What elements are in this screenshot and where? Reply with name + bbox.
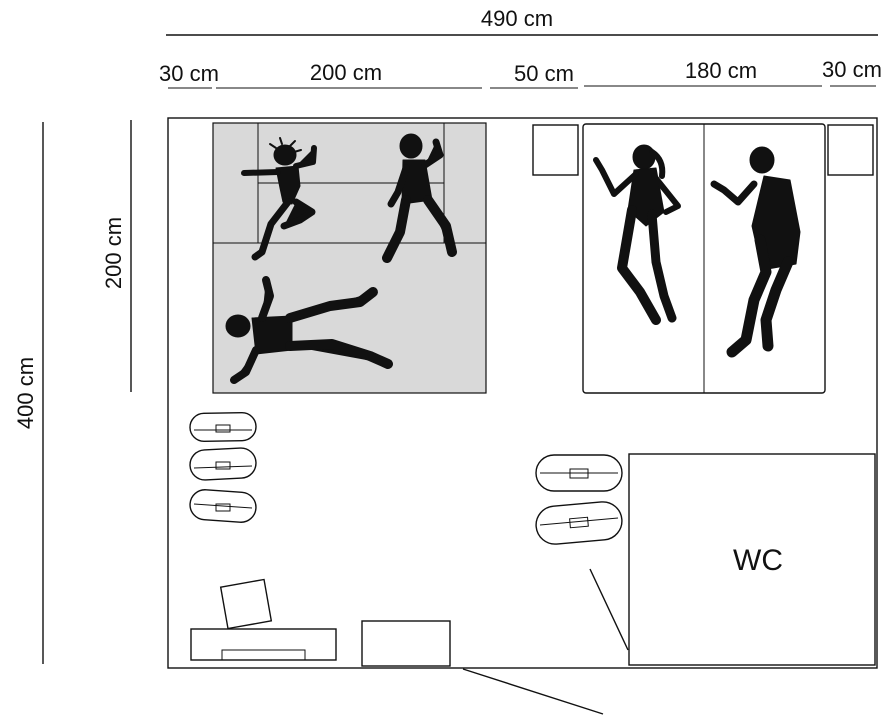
suitcase [189,489,257,523]
suitcase [189,411,257,443]
child-jumping-silhouette [241,137,317,261]
man-silhouette [710,146,801,358]
segment-3-label: 50 cm [514,61,574,86]
suitcase [535,454,623,492]
depth-dimensions: 200 cm 400 cm [13,120,132,664]
suitcases-left [189,411,257,523]
entrance-door [462,668,604,715]
total-width-label: 490 cm [481,6,553,31]
suitcases-right [535,454,623,545]
width-dimensions: 490 cm 30 cm 200 cm 50 cm 180 cm 30 cm [159,6,882,89]
segment-4-label: 180 cm [685,58,757,83]
bedside-table-right [827,124,874,176]
woman-silhouette [593,144,681,325]
wc-room: WC [589,453,876,666]
bedside-table-left [532,124,579,176]
wc-label: WC [733,544,783,577]
stove-counter [190,628,337,661]
room-outline [167,117,878,669]
segment-5-label: 30 cm [822,57,882,82]
bed-depth-label: 200 cm [101,217,126,289]
child-standing-silhouette [382,133,457,263]
entrance [361,620,604,715]
total-depth-label: 400 cm [13,357,38,429]
wc-walls [628,453,876,666]
stove-drawer [221,649,306,661]
kitchen-unit [190,578,337,661]
child-lying-silhouette [225,276,393,384]
suitcase [189,447,257,481]
box [219,578,273,630]
segment-2-label: 200 cm [310,60,382,85]
entrance-step [361,620,451,667]
segment-1-label: 30 cm [159,61,219,86]
suitcase [535,501,623,545]
wc-door [589,568,629,651]
parents-bed [582,123,826,394]
